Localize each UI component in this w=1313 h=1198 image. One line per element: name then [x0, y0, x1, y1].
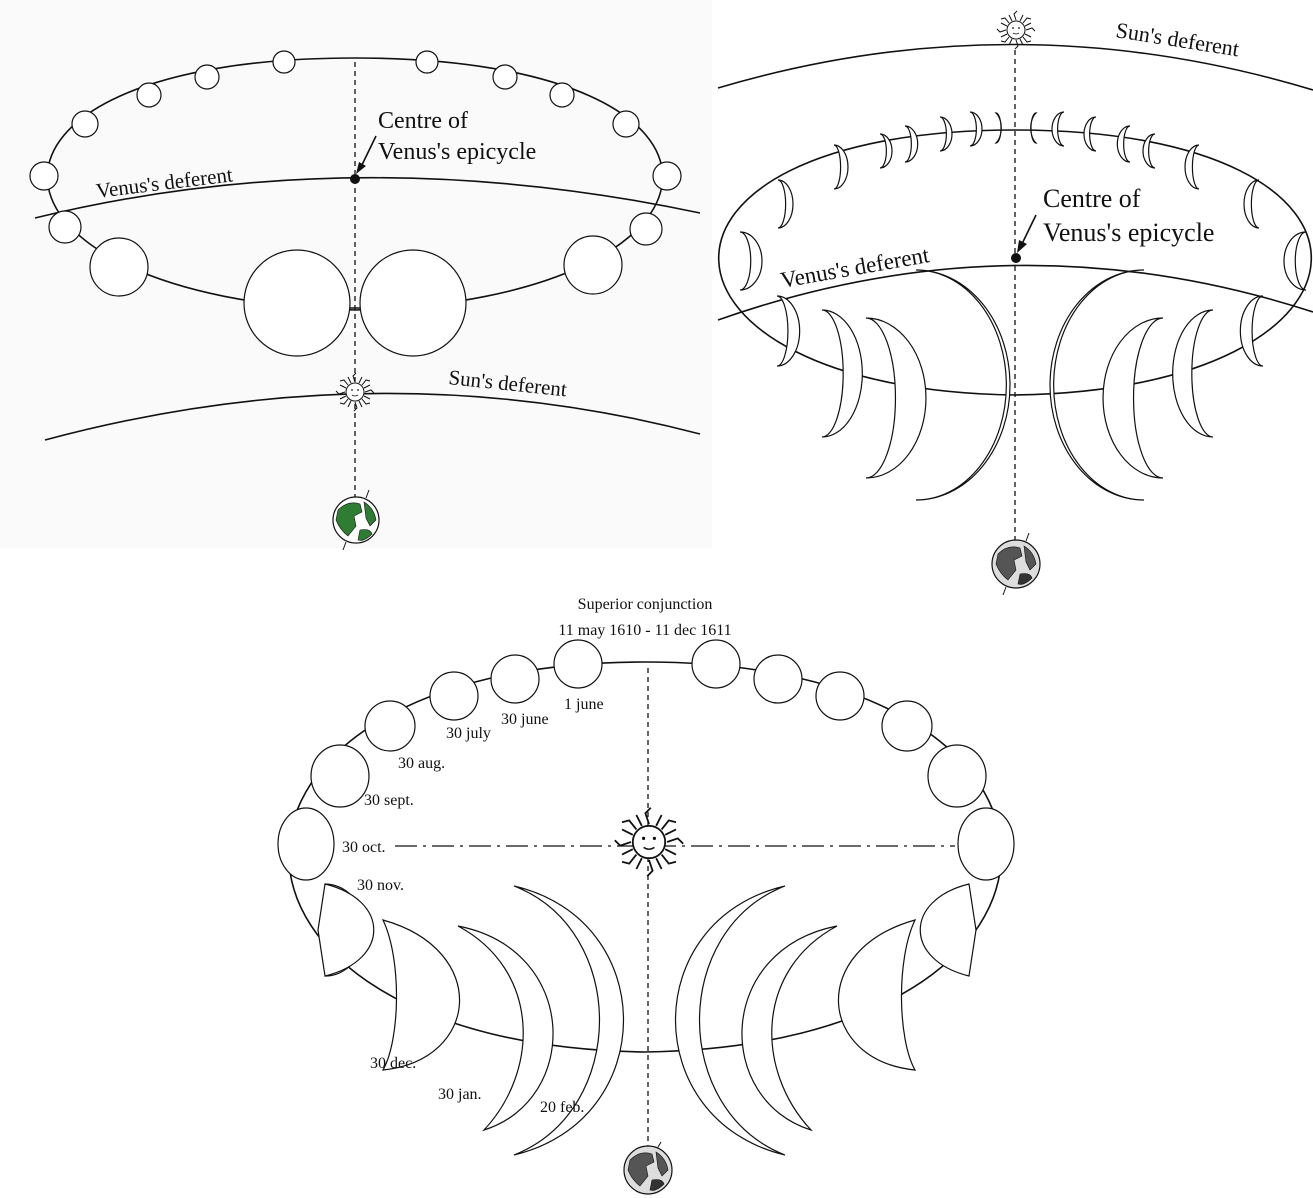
earth-icon	[332, 489, 380, 551]
centre-label-line2: Venus's epicycle	[378, 139, 536, 165]
label-30-july: 30 july	[446, 725, 491, 742]
centre-arrow	[359, 135, 377, 170]
sun-deferent-line	[717, 43, 1313, 91]
earth-icon	[623, 1141, 673, 1195]
epicycle-centre-dot	[350, 174, 360, 184]
panel-top-left: Centre of Venus's epicycle Venus's defer…	[0, 0, 712, 551]
label-30-jan: 30 jan.	[438, 1086, 482, 1103]
label-30-nov: 30 nov.	[357, 877, 404, 894]
earth-icon	[991, 532, 1041, 596]
panel-top-right: Sun's deferent	[717, 10, 1313, 596]
centre-label-line1: Centre of	[378, 108, 468, 134]
venus-phase-disks	[277, 639, 1015, 1156]
venus-deferent-line	[34, 176, 701, 219]
label-30-aug: 30 aug.	[398, 755, 445, 772]
venus-crescents	[739, 111, 1307, 501]
venus-deferent-line	[717, 264, 1313, 321]
label-20-feb: 20 feb.	[540, 1099, 584, 1116]
label-1-june: 1 june	[564, 696, 604, 713]
label-30-dec: 30 dec.	[370, 1055, 416, 1072]
venus-phase-disks	[29, 50, 682, 357]
epicycle-centre-dot	[1011, 253, 1021, 263]
label-30-june: 30 june	[501, 711, 549, 728]
panel-bottom: Superior conjunction 11 may 1610 - 11 de…	[277, 596, 1015, 1195]
sun-deferent-line	[44, 392, 701, 441]
venus-deferent-label: Venus's deferent	[779, 242, 932, 293]
sun-deferent-label: Sun's deferent	[1114, 17, 1241, 61]
sun-icon	[613, 806, 685, 878]
sun-icon	[996, 10, 1036, 50]
centre-arrowhead	[356, 162, 366, 174]
superior-conjunction-label: Superior conjunction	[578, 596, 713, 613]
centre-arrowhead	[1017, 240, 1027, 253]
conjunction-dates-label: 11 may 1610 - 11 dec 1611	[558, 622, 731, 639]
centre-label-line2: Venus's epicycle	[1043, 218, 1214, 247]
centre-label-line1: Centre of	[1043, 184, 1141, 213]
label-30-oct: 30 oct.	[342, 839, 386, 856]
label-30-sept: 30 sept.	[364, 792, 414, 809]
